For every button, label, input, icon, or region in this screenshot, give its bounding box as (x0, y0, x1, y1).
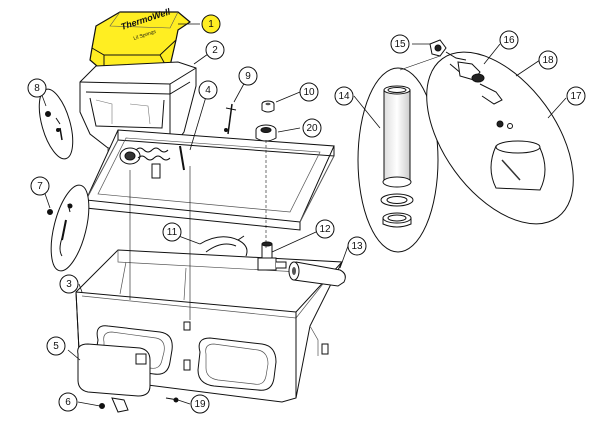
callout-circle (499, 30, 519, 50)
callout-number: 7 (37, 181, 43, 192)
part-fuse-kit[interactable] (33, 86, 80, 163)
callout-circle (162, 222, 182, 242)
part-float[interactable] (490, 120, 546, 191)
callout-circle (198, 80, 218, 100)
callout-11[interactable]: 11 (162, 222, 182, 242)
callout-circle (27, 78, 47, 98)
heating-coil (119, 147, 171, 179)
callout-3[interactable]: 3 (59, 274, 79, 294)
callout-number: 17 (570, 91, 582, 102)
callout-circle (238, 66, 258, 86)
part-lid[interactable]: ThermoWell Lil Springs (89, 6, 192, 73)
callout-circle (58, 392, 78, 412)
callout-number: 4 (205, 85, 211, 96)
callout-number: 1 (208, 19, 214, 30)
part-elbow[interactable] (257, 241, 287, 271)
callout-14[interactable]: 14 (334, 86, 354, 106)
callout-circle (299, 82, 319, 102)
callout-9[interactable]: 9 (238, 66, 258, 86)
part-valve-body[interactable] (429, 39, 467, 75)
callout-circle (566, 86, 586, 106)
callout-2[interactable]: 2 (205, 40, 225, 60)
part-hose[interactable] (288, 261, 346, 287)
callout-number: 14 (338, 91, 350, 102)
callout-number: 5 (53, 341, 59, 352)
part-cord[interactable] (199, 235, 248, 257)
callout-number: 20 (306, 123, 318, 134)
callout-circle (334, 86, 354, 106)
callout-circle (347, 236, 367, 256)
callout-number: 13 (351, 241, 363, 252)
callout-number: 10 (303, 87, 315, 98)
part-fitting-nut[interactable] (255, 124, 277, 142)
callout-number: 6 (65, 397, 71, 408)
callout-8[interactable]: 8 (27, 78, 47, 98)
part-upper-housing[interactable] (79, 61, 197, 159)
callout-20[interactable]: 20 (302, 118, 322, 138)
callout-circle (302, 118, 322, 138)
callout-circle (538, 50, 558, 70)
callout-5[interactable]: 5 (46, 336, 66, 356)
callout-17[interactable]: 17 (566, 86, 586, 106)
base-right-opening (197, 337, 277, 391)
callout-circle (205, 40, 225, 60)
callout-circle (190, 394, 210, 414)
callout-circle (46, 336, 66, 356)
part-pin[interactable] (224, 103, 237, 135)
callout-1[interactable]: 1 (201, 14, 221, 34)
callout-number: 12 (319, 224, 331, 235)
callout-10[interactable]: 10 (299, 82, 319, 102)
callout-4[interactable]: 4 (198, 80, 218, 100)
callout-number: 9 (245, 71, 251, 82)
callout-16[interactable]: 16 (499, 30, 519, 50)
callout-7[interactable]: 7 (30, 176, 50, 196)
callout-number: 3 (66, 279, 72, 290)
part-latch[interactable] (99, 397, 129, 413)
part-door-panel[interactable] (77, 343, 151, 397)
callout-6[interactable]: 6 (58, 392, 78, 412)
part-valve-stem[interactable] (457, 61, 503, 105)
callout-number: 2 (212, 45, 218, 56)
callout-circle (59, 274, 79, 294)
callout-18[interactable]: 18 (538, 50, 558, 70)
callout-number: 11 (167, 227, 178, 238)
callout-circle (315, 219, 335, 239)
callout-circle (30, 176, 50, 196)
part-screw-19[interactable] (165, 397, 179, 403)
callout-19[interactable]: 19 (190, 394, 210, 414)
callout-number: 18 (542, 55, 554, 66)
callout-15[interactable]: 15 (390, 34, 410, 54)
part-tray[interactable] (85, 129, 335, 231)
callout-12[interactable]: 12 (315, 219, 335, 239)
part-standpipe[interactable] (357, 67, 439, 253)
callout-circle (201, 14, 221, 34)
callout-13[interactable]: 13 (347, 236, 367, 256)
part-probe-kit[interactable] (44, 181, 96, 274)
callout-number: 15 (394, 39, 406, 50)
callout-number: 8 (34, 83, 40, 94)
part-grommet[interactable] (261, 100, 275, 113)
callout-circle (390, 34, 410, 54)
callout-number: 19 (194, 399, 206, 410)
callout-number: 16 (503, 35, 515, 46)
